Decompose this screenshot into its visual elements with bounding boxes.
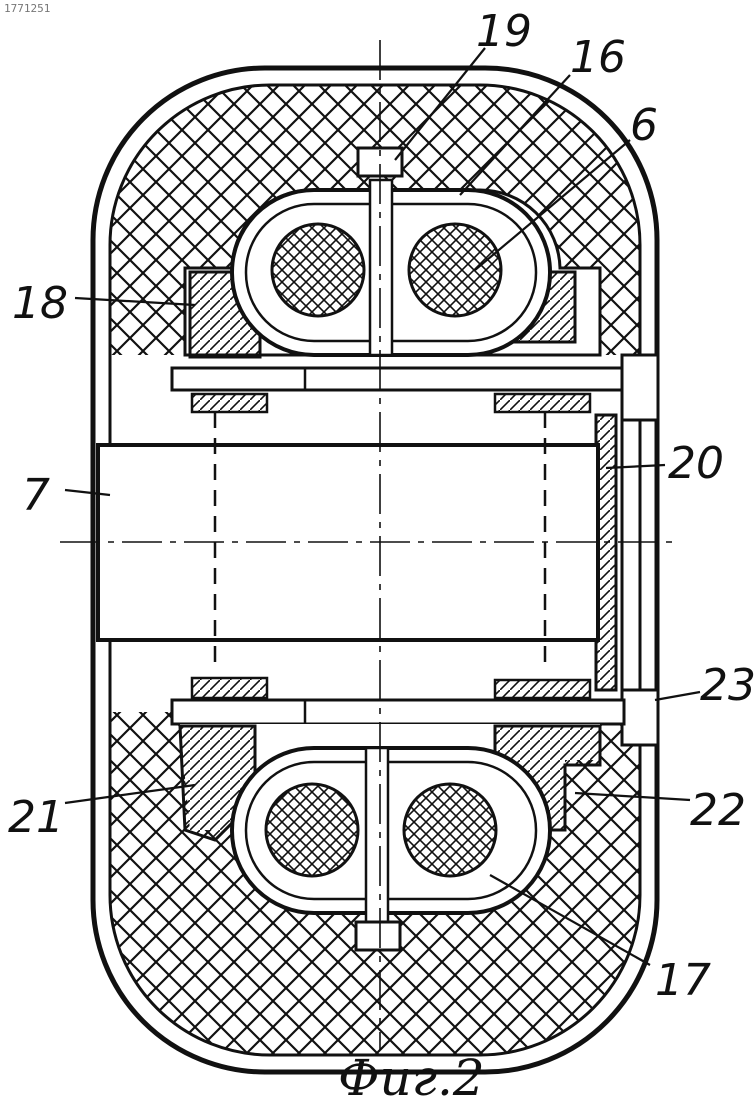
- label-16: 16: [570, 32, 626, 83]
- label-22: 22: [690, 785, 746, 836]
- lower-right-coil: [404, 784, 496, 876]
- upper-left-coil: [272, 224, 364, 316]
- label-19: 19: [476, 6, 532, 57]
- upper-right-coil: [409, 224, 501, 316]
- label-20: 20: [668, 438, 724, 489]
- label-21: 21: [8, 792, 64, 843]
- label-6: 6: [630, 100, 658, 151]
- label-18: 18: [12, 278, 68, 329]
- lower-terminal-cap: [356, 922, 400, 950]
- label-17: 17: [655, 955, 711, 1006]
- label-23: 23: [700, 660, 754, 711]
- label-7: 7: [22, 470, 50, 521]
- lower-left-coil: [266, 784, 358, 876]
- document-stamp: 1771251: [4, 2, 50, 15]
- figure-caption: Фиг.2: [338, 1049, 485, 1107]
